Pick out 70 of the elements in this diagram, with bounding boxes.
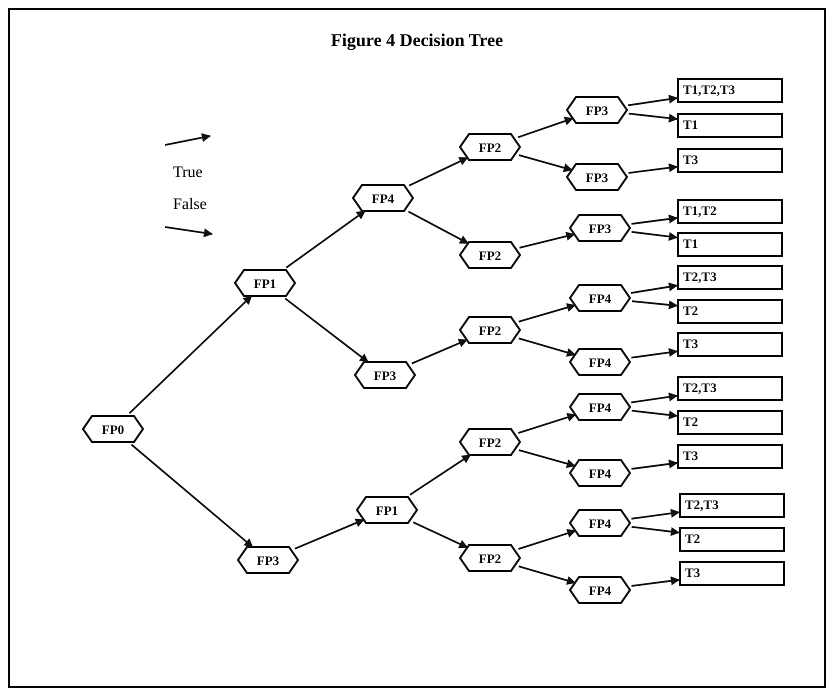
outcome-box: T2 — [677, 410, 783, 434]
outcome-box: T3 — [679, 560, 785, 586]
decision-hexagon: FP3 — [567, 97, 627, 123]
arrow — [631, 576, 680, 587]
outcome-box: T3 — [677, 332, 783, 356]
outcome-box: T1 — [677, 112, 783, 138]
decision-hexagon: FP2 — [460, 429, 520, 455]
legend-label: True — [173, 164, 203, 182]
arrow — [408, 210, 469, 244]
arrow — [518, 449, 576, 468]
outcome-box: T2,T3 — [677, 376, 783, 400]
decision-hexagon: FP4 — [570, 349, 630, 375]
decision-hexagon: FP4 — [353, 185, 413, 211]
decision-hexagon: FP2 — [460, 134, 520, 160]
arrow — [518, 116, 574, 138]
decision-hexagon: FP4 — [570, 577, 630, 603]
arrow — [128, 295, 252, 414]
outcome-box: T2 — [679, 526, 785, 552]
arrow — [632, 526, 680, 536]
arrow — [632, 231, 678, 241]
arrow — [410, 454, 472, 496]
title: Figure 4 Decision Tree — [330, 30, 504, 51]
arrow — [412, 521, 468, 548]
arrow — [518, 338, 576, 357]
arrow — [518, 303, 576, 322]
arrow — [631, 348, 678, 359]
outcome-box: T3 — [677, 444, 783, 468]
outcome-box: T2 — [677, 298, 783, 324]
decision-hexagon: FP2 — [460, 545, 520, 571]
arrow — [294, 518, 365, 550]
decision-hexagon: FP1 — [357, 497, 417, 523]
arrow — [631, 508, 680, 520]
arrow — [628, 163, 678, 174]
decision-hexagon: FP1 — [235, 270, 295, 296]
outcome-box: T1,T2 — [677, 198, 783, 224]
decision-hexagon: FP4 — [570, 460, 630, 486]
legend-label: False — [173, 196, 207, 214]
arrow — [628, 112, 678, 123]
decision-hexagon: FP2 — [460, 242, 520, 268]
decision-hexagon: FP0 — [83, 416, 143, 442]
decision-hexagon: FP4 — [570, 285, 630, 311]
arrow — [518, 154, 573, 172]
decision-hexagon: FP3 — [355, 362, 415, 388]
arrow — [284, 298, 369, 363]
arrow — [631, 392, 678, 404]
arrow — [130, 444, 254, 548]
outcome-box: T1,T2,T3 — [677, 78, 783, 102]
arrow — [631, 460, 678, 470]
outcome-box: T2,T3 — [679, 492, 785, 518]
outcome-box: T3 — [677, 148, 783, 172]
arrow — [518, 413, 576, 434]
arrow — [408, 156, 468, 186]
decision-hexagon: FP3 — [567, 164, 627, 190]
arrow — [632, 410, 678, 420]
arrow — [518, 529, 576, 550]
arrow — [632, 300, 678, 310]
arrow — [631, 214, 678, 225]
outcome-box: T1 — [677, 232, 783, 256]
decision-hexagon: FP4 — [570, 510, 630, 536]
decision-hexagon: FP4 — [570, 394, 630, 420]
decision-hexagon: FP2 — [460, 317, 520, 343]
decision-hexagon: FP3 — [238, 547, 298, 573]
arrow — [411, 338, 468, 364]
arrow — [630, 282, 678, 294]
arrow — [286, 210, 366, 268]
arrow — [628, 94, 678, 106]
outcome-box: T2,T3 — [677, 264, 783, 290]
arrow — [519, 232, 576, 249]
arrow — [518, 566, 576, 585]
decision-hexagon: FP3 — [570, 215, 630, 241]
